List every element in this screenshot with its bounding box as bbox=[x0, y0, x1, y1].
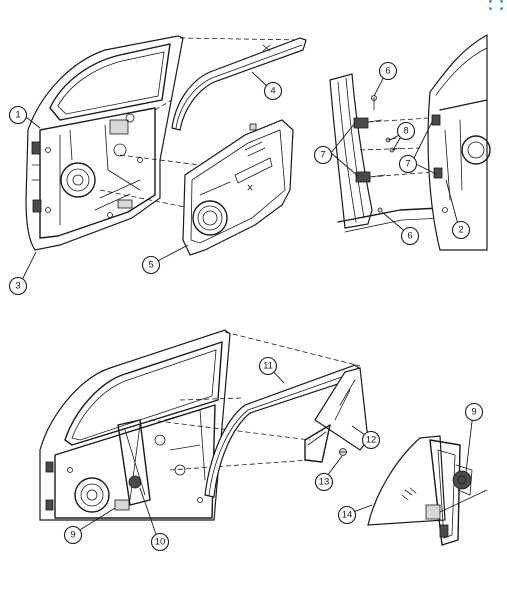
callout-9-left: 9 bbox=[63, 525, 83, 545]
callout-7-left: 7 bbox=[313, 145, 333, 165]
svg-text:12: 12 bbox=[366, 435, 377, 446]
callout-6-upper: 6 bbox=[378, 61, 398, 81]
callout-13: 13 bbox=[314, 472, 334, 492]
callout-4: 4 bbox=[263, 81, 283, 101]
callout-2: 2 bbox=[451, 220, 471, 240]
svg-text:3: 3 bbox=[15, 281, 20, 292]
svg-text:13: 13 bbox=[319, 477, 330, 488]
svg-text:5: 5 bbox=[148, 260, 153, 271]
callout-9-right: 9 bbox=[464, 402, 484, 422]
hinge-detail-assembly bbox=[329, 73, 443, 233]
svg-text:14: 14 bbox=[342, 510, 353, 521]
bolt-part-13 bbox=[339, 448, 347, 456]
callout-5: 5 bbox=[141, 255, 161, 275]
svg-text:10: 10 bbox=[155, 537, 166, 548]
svg-text:4: 4 bbox=[270, 86, 275, 97]
rear-door-edge-fragment bbox=[427, 33, 491, 251]
glass-regulator-assembly bbox=[367, 435, 488, 546]
svg-text:1: 1 bbox=[15, 110, 20, 121]
rear-glass-part-12 bbox=[304, 367, 369, 463]
svg-text:9: 9 bbox=[471, 407, 476, 418]
svg-text:8: 8 bbox=[403, 126, 408, 137]
weatherstrip-part-4 bbox=[171, 37, 307, 131]
trim-panel-part-5 bbox=[182, 119, 294, 256]
callout-8: 8 bbox=[396, 121, 416, 141]
callout-6-lower: 6 bbox=[400, 226, 420, 246]
rear-door-assembly bbox=[39, 329, 231, 521]
callout-7-right: 7 bbox=[398, 154, 418, 174]
svg-text:11: 11 bbox=[263, 361, 273, 372]
callout-14: 14 bbox=[337, 505, 357, 525]
svg-text:9: 9 bbox=[70, 530, 75, 541]
svg-text:7: 7 bbox=[405, 159, 410, 170]
callout-11: 11 bbox=[258, 356, 278, 376]
callout-10: 10 bbox=[150, 532, 170, 552]
svg-text:7: 7 bbox=[320, 150, 325, 161]
svg-text:2: 2 bbox=[458, 225, 463, 236]
callout-3: 3 bbox=[8, 276, 28, 296]
callout-1: 1 bbox=[8, 105, 28, 125]
front-door-assembly bbox=[25, 35, 184, 251]
svg-text:6: 6 bbox=[385, 66, 390, 77]
svg-text:6: 6 bbox=[407, 231, 412, 242]
callout-12: 12 bbox=[361, 430, 381, 450]
expand-icon[interactable] bbox=[489, 0, 503, 10]
